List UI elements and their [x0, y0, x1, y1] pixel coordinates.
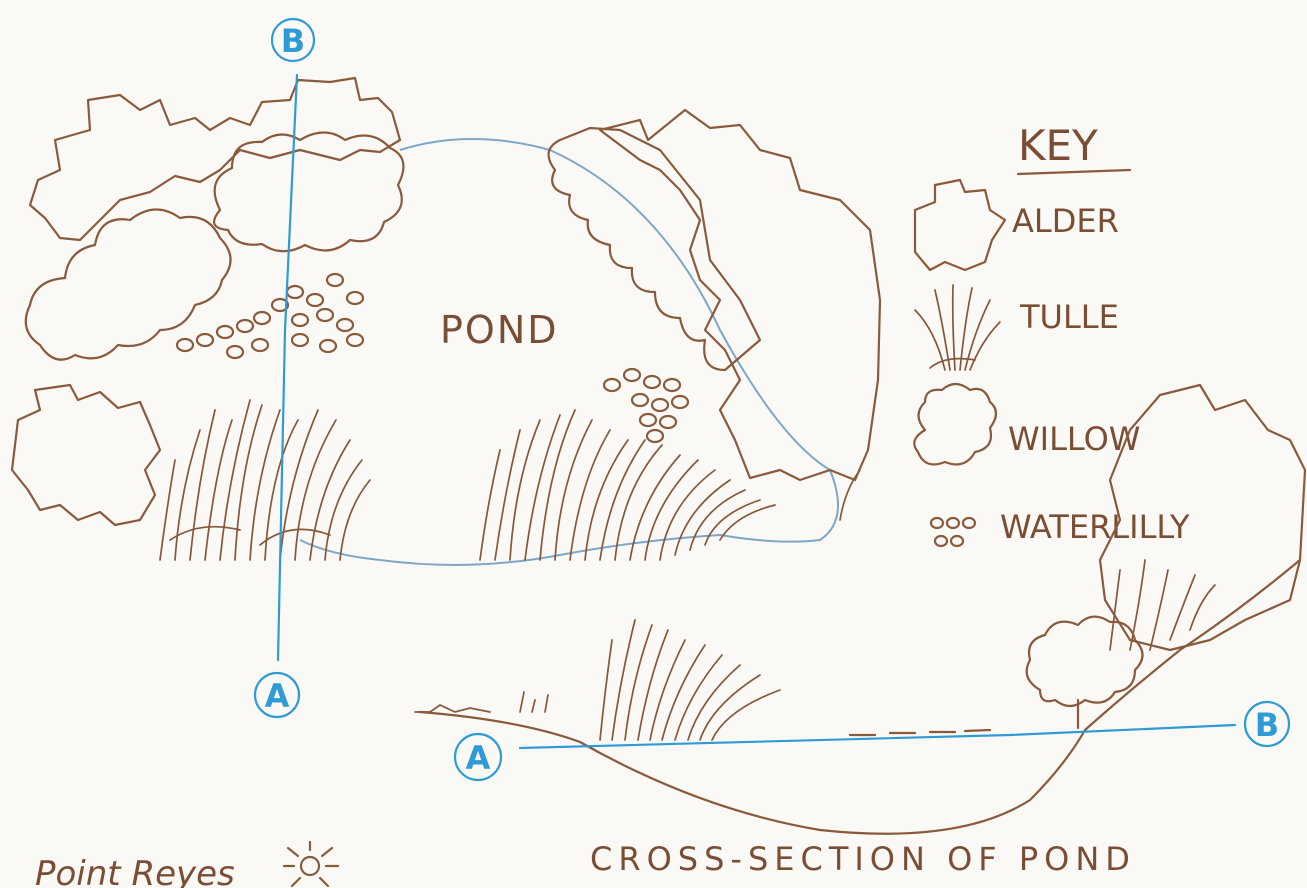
tulle-icon: [915, 285, 1000, 370]
willow-right-edge: [549, 128, 760, 370]
water-surface-dashes: [850, 730, 990, 735]
cross-section-title: CROSS-SECTION OF POND: [590, 840, 1136, 878]
waterlilly-cluster-left: [177, 274, 363, 358]
waterlilly-icon: [931, 518, 975, 546]
section-willow: [1027, 617, 1143, 706]
alder-cluster-bottom-left: [12, 385, 160, 525]
section-left-shore-plants: [415, 692, 548, 712]
marker-a-plan-label: A: [265, 677, 290, 715]
signature-text: Point Reyes: [35, 854, 235, 888]
marker-a-section-label: A: [466, 739, 491, 777]
key-label-alder: ALDER: [1012, 202, 1119, 240]
key-title: KEY: [1018, 121, 1098, 170]
pond-label: POND: [440, 308, 559, 352]
key-title-underline: [1018, 170, 1130, 174]
waterlilly-cluster-right: [604, 369, 688, 442]
marker-b-top-label: B: [281, 22, 305, 60]
key-label-tulle: TULLE: [1019, 298, 1119, 336]
key: KEY ALDER TULLE WILLOW WATERLILLY: [914, 121, 1190, 546]
signature: Point Reyes: [35, 842, 338, 888]
alder-icon: [915, 180, 1005, 270]
key-label-waterlilly: WATERLILLY: [1000, 508, 1190, 546]
marker-b-section-label: B: [1255, 706, 1279, 744]
sun-icon: [284, 842, 338, 886]
willow-icon: [914, 384, 996, 464]
tulle-lower-left: [160, 400, 370, 560]
section-line-plan: B A: [255, 19, 314, 717]
tulle-lower-middle: [480, 410, 860, 560]
cross-section: A B: [415, 385, 1305, 834]
pond-bed-profile: [420, 560, 1300, 834]
section-tulle-middle: [600, 620, 780, 740]
